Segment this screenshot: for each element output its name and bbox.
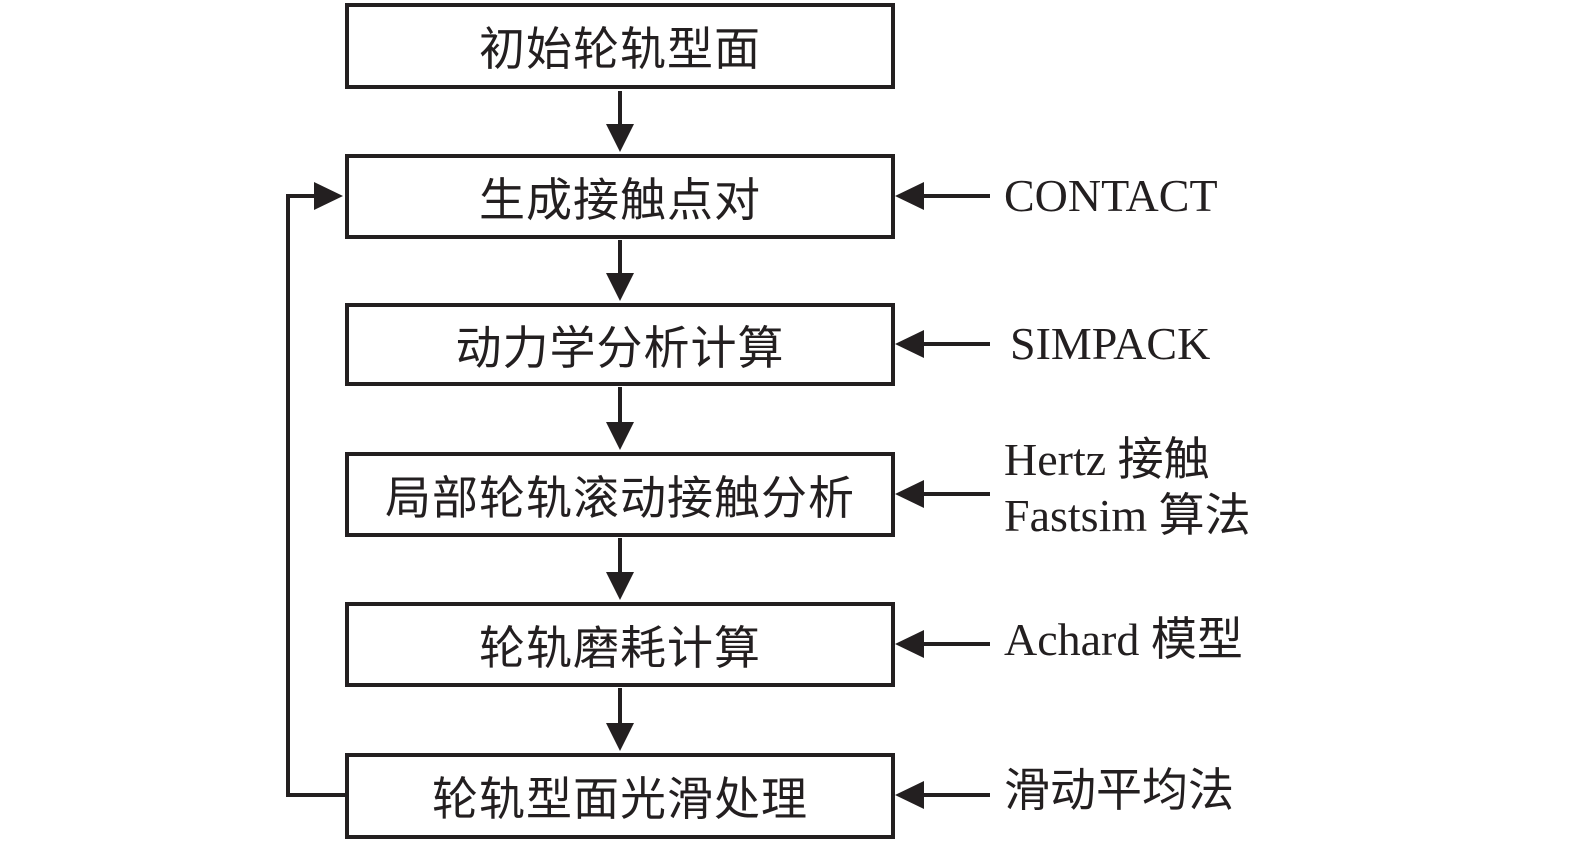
tool-label-simpack: SIMPACK: [1010, 316, 1210, 372]
arrow-step-3-to-4: [606, 538, 634, 600]
tool-label-hertz-fastsim: Hertz 接触 Fastsim 算法: [1004, 432, 1251, 544]
step-label: 生成接触点对: [479, 174, 761, 226]
tool-label-contact: CONTACT: [1004, 168, 1218, 224]
step-dynamics-analysis: 动力学分析计算: [345, 303, 895, 386]
step-wear-calculation: 轮轨磨耗计算: [345, 602, 895, 687]
step-generate-contact-pairs: 生成接触点对: [345, 154, 895, 239]
arrow-step-0-to-1: [606, 91, 634, 152]
tool-line: 滑动平均法: [1004, 765, 1234, 816]
step-profile-smoothing: 轮轨型面光滑处理: [345, 753, 895, 839]
tool-line: SIMPACK: [1010, 318, 1211, 369]
step-label: 动力学分析计算: [455, 322, 785, 374]
step-label: 初始轮轨型面: [479, 24, 761, 75]
step-initial-profile: 初始轮轨型面: [345, 3, 895, 89]
arrow-step-4-to-5: [606, 688, 634, 751]
tool-line: Achard 模型: [1004, 614, 1243, 665]
arrow-feedback-loop: [286, 182, 345, 797]
arrow-tool-hertz-fastsim: [895, 480, 990, 508]
tool-line: CONTACT: [1004, 170, 1218, 221]
arrow-step-2-to-3: [606, 387, 634, 450]
arrow-tool-contact: [895, 182, 990, 210]
step-label: 轮轨磨耗计算: [479, 622, 761, 674]
step-local-rolling-contact: 局部轮轨滚动接触分析: [345, 452, 895, 537]
arrow-tool-achard: [895, 630, 990, 658]
arrow-tool-simpack: [895, 330, 990, 358]
tool-label-achard: Achard 模型: [1004, 612, 1243, 668]
tool-line: Fastsim 算法: [1004, 490, 1251, 541]
step-label: 轮轨型面光滑处理: [432, 774, 808, 825]
arrow-tool-moving-average: [895, 781, 990, 809]
tool-label-moving-average: 滑动平均法: [1004, 763, 1234, 819]
step-label: 局部轮轨滚动接触分析: [385, 472, 855, 524]
tool-line: Hertz 接触: [1004, 434, 1210, 485]
arrow-step-1-to-2: [606, 240, 634, 301]
